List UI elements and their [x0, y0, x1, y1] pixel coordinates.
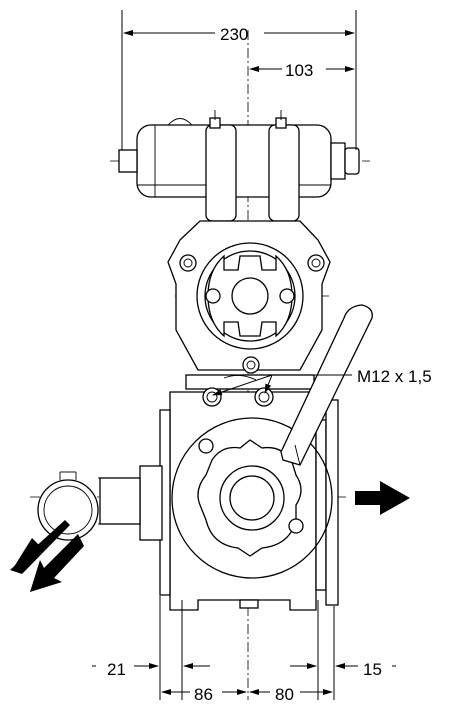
dimension-103-label: 103: [285, 61, 313, 80]
arrow-outlet-icon: [355, 481, 410, 515]
thread-callout-label: M12 x 1,5: [357, 367, 432, 386]
dimension-230-label: 230: [220, 25, 248, 44]
dimension-overall-width: [121, 10, 357, 150]
gearbox-housing: [167, 220, 331, 390]
inlet-pipe: [37, 471, 100, 541]
double-arrow-inlet-icon: [10, 514, 84, 592]
pump-body: [99, 375, 339, 611]
drive-cylinder: [118, 110, 360, 222]
dimension-80-label: 80: [275, 685, 294, 704]
thread-callout-leader: [212, 374, 352, 396]
dimension-15-label: 15: [363, 660, 382, 679]
lever-handle: [280, 304, 373, 466]
dimension-21-label: 21: [107, 660, 126, 679]
bottom-extension-lines: [159, 596, 335, 700]
dimension-86-label: 86: [194, 685, 213, 704]
